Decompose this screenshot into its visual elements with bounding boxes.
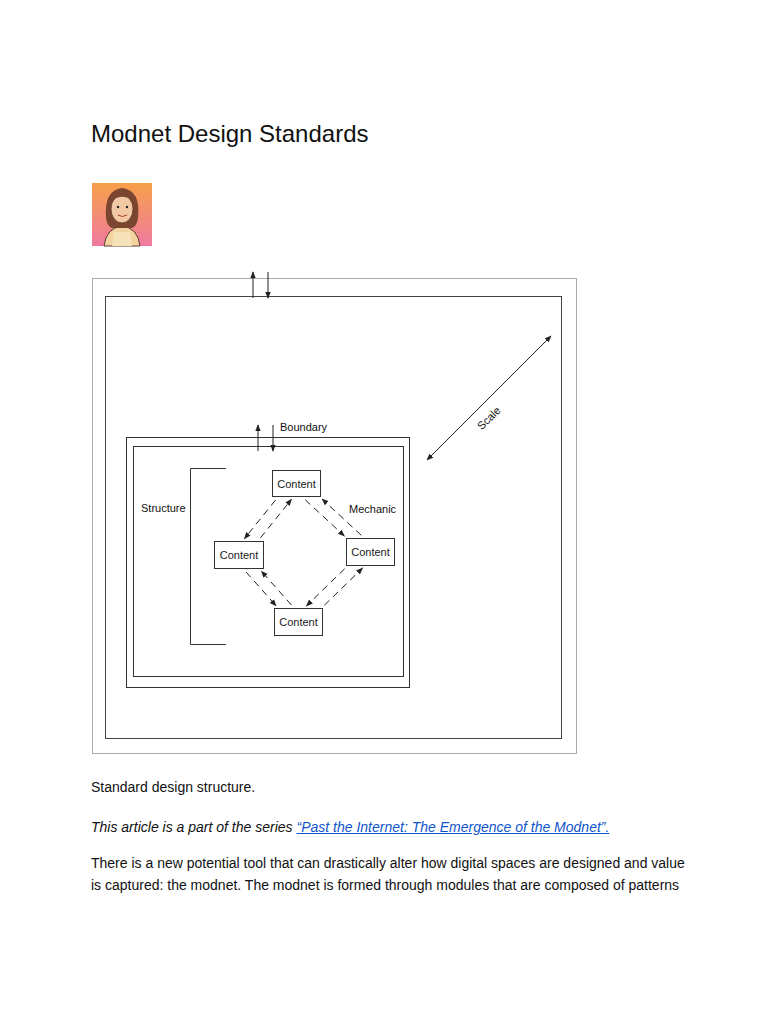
page-title: Modnet Design Standards	[91, 120, 369, 148]
node-text: Content	[220, 549, 259, 561]
content-box: Content	[346, 538, 395, 566]
series-note: This article is a part of the series	[91, 819, 293, 835]
boundary-label: Boundary	[280, 421, 327, 433]
content-box: Content	[274, 608, 323, 636]
mechanic-connector	[305, 500, 344, 536]
body-paragraph: There is a new potential tool that can d…	[91, 852, 697, 896]
mechanic-connector	[244, 500, 275, 539]
mechanic-connector	[246, 572, 276, 606]
content-box: Content	[214, 541, 264, 569]
mechanic-connector	[306, 569, 344, 606]
structure-label: Structure	[141, 502, 186, 514]
mechanic-connector	[324, 568, 362, 605]
boundary-frame	[127, 425, 410, 688]
mechanic-connector	[261, 571, 291, 605]
series-link: “Past the Internet: The Emergence of the…	[297, 819, 610, 835]
avatar	[92, 183, 152, 246]
content-box: Content	[272, 470, 321, 497]
scale-label: Scale	[474, 403, 505, 434]
node-text: Content	[277, 478, 316, 490]
scale-frame	[92, 272, 577, 754]
scale-arrow	[427, 336, 551, 460]
node-text: Content	[279, 616, 318, 628]
figure-caption: Standard design structure.	[91, 779, 255, 795]
mechanic-connector	[260, 499, 291, 538]
node-text: Content	[351, 546, 390, 558]
mechanic-label: Mechanic	[349, 503, 396, 515]
